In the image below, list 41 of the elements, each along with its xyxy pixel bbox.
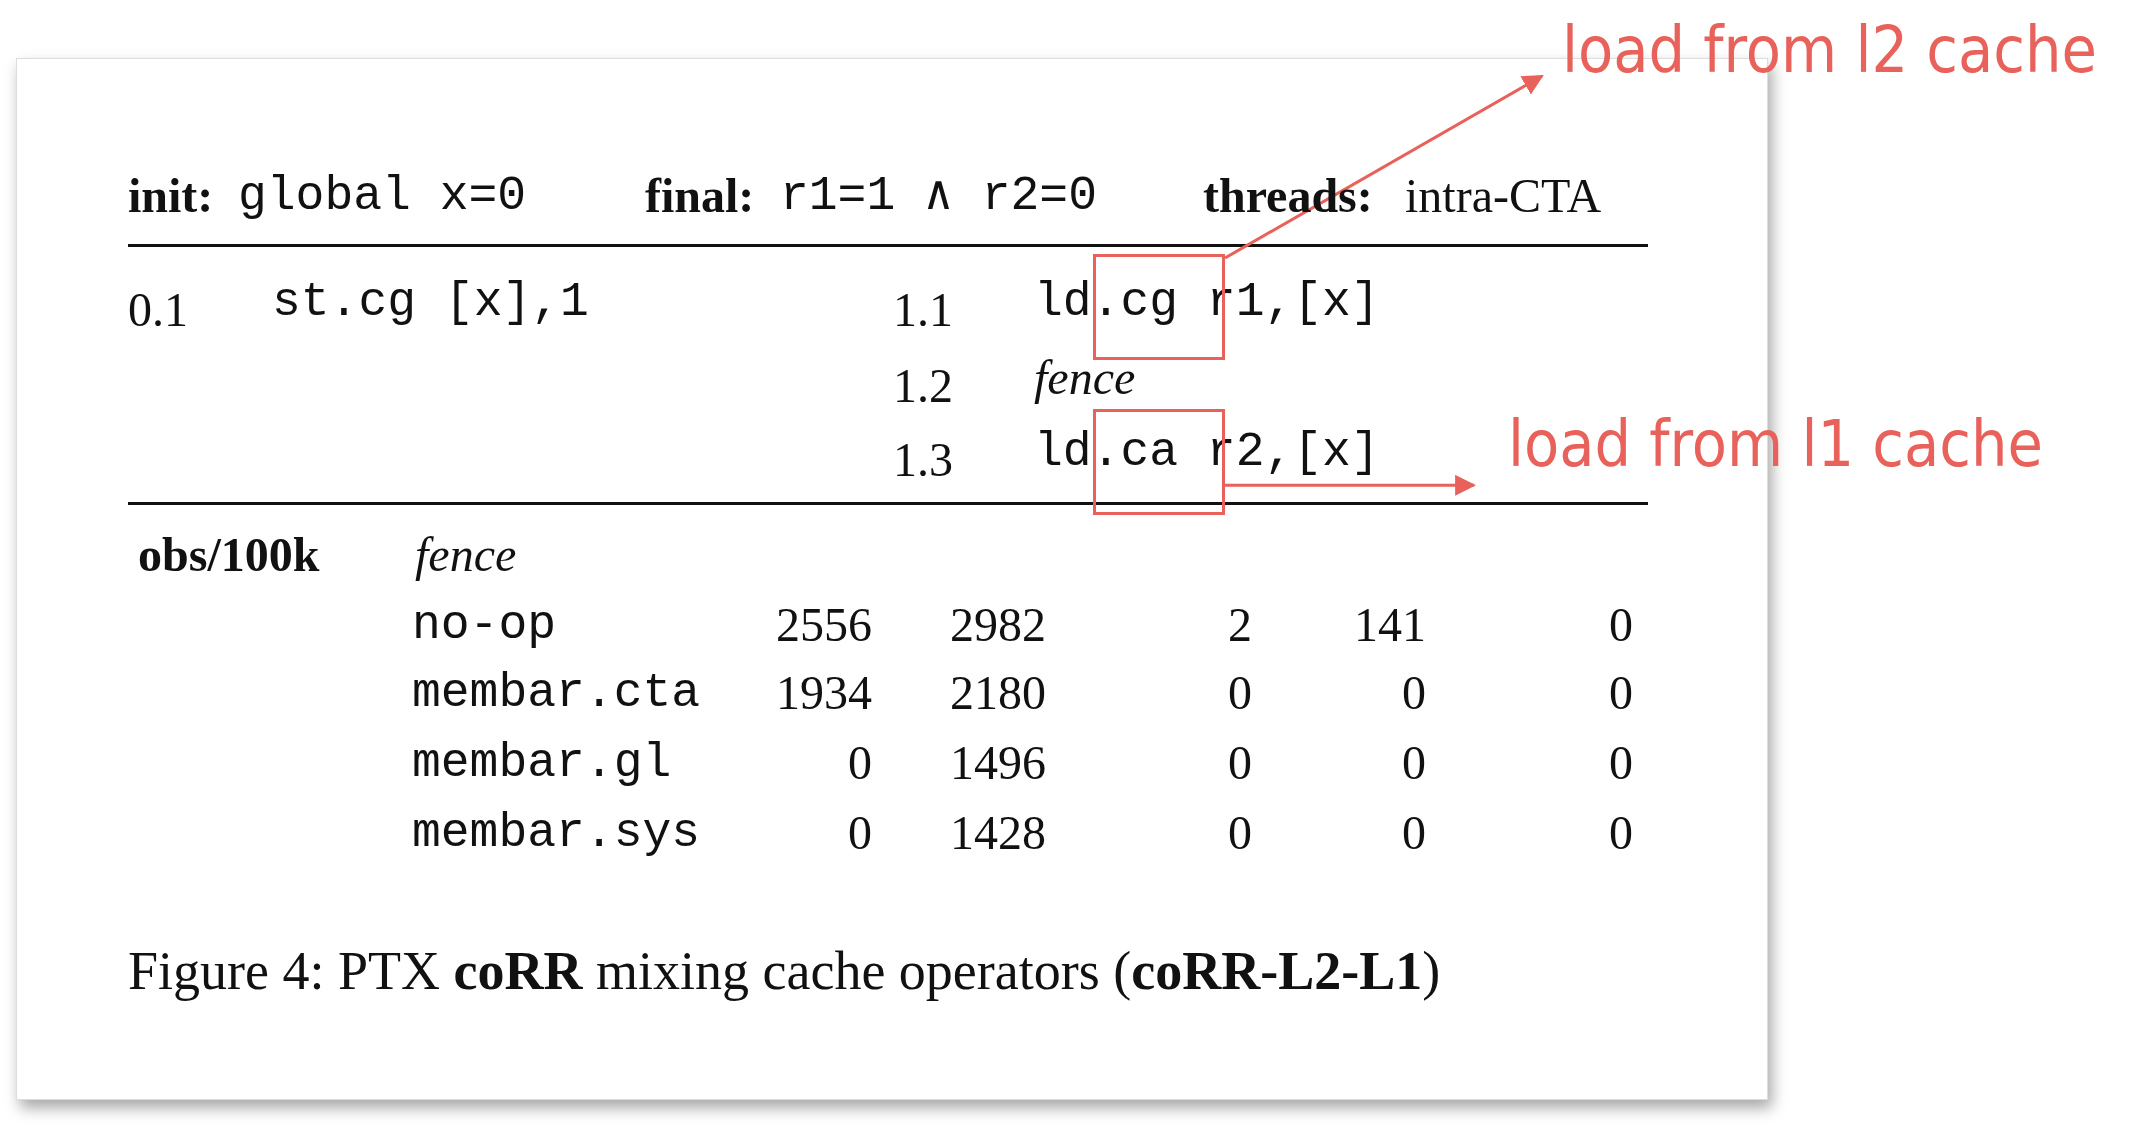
- table-cell: no-op: [412, 601, 557, 649]
- annotation-text: load from l1 cache: [1508, 412, 2043, 476]
- table-cell: membar.gl: [412, 739, 672, 787]
- table-cell: 0: [1609, 601, 1633, 649]
- arrow: [1224, 74, 1544, 260]
- table-cell: 2: [1228, 601, 1252, 649]
- table-cell: 2180: [950, 669, 1046, 717]
- line-number: 1.2: [893, 362, 953, 410]
- code-text: global x=0: [238, 172, 527, 220]
- code-text: fence: [1034, 354, 1136, 402]
- table-cell: 0: [1402, 809, 1426, 857]
- table-cell: 141: [1354, 601, 1426, 649]
- annotation-text: load from l2 cache: [1562, 18, 2097, 82]
- table-header: obs/100k: [138, 531, 320, 579]
- table-cell: 1428: [950, 809, 1046, 857]
- table-cell: 0: [848, 809, 872, 857]
- table-cell: membar.cta: [412, 669, 701, 717]
- table-cell: 2982: [950, 601, 1046, 649]
- table-cell: 0: [848, 739, 872, 787]
- table-header: fence: [415, 531, 517, 579]
- table-cell: 0: [1609, 809, 1633, 857]
- table-cell: 0: [1609, 739, 1633, 787]
- table-cell: 1934: [776, 669, 872, 717]
- table-cell: 0: [1402, 669, 1426, 717]
- line-number: 1.1: [893, 286, 953, 334]
- table-cell: 0: [1609, 669, 1633, 717]
- table-cell: 0: [1402, 739, 1426, 787]
- heading-label: final:: [645, 172, 755, 220]
- table-cell: 0: [1228, 669, 1252, 717]
- code-text: st.cg [x],1: [272, 278, 589, 326]
- line-number: 1.3: [893, 436, 953, 484]
- arrow: [1225, 474, 1477, 496]
- heading-text: intra-CTA: [1405, 172, 1602, 220]
- table-cell: 2556: [776, 601, 872, 649]
- line-number: 0.1: [128, 286, 188, 334]
- table-cell: 1496: [950, 739, 1046, 787]
- table-cell: 0: [1228, 809, 1252, 857]
- heading-label: init:: [128, 172, 214, 220]
- code-text: r1=1 ∧ r2=0: [780, 172, 1097, 220]
- table-cell: 0: [1228, 739, 1252, 787]
- table-cell: membar.sys: [412, 809, 701, 857]
